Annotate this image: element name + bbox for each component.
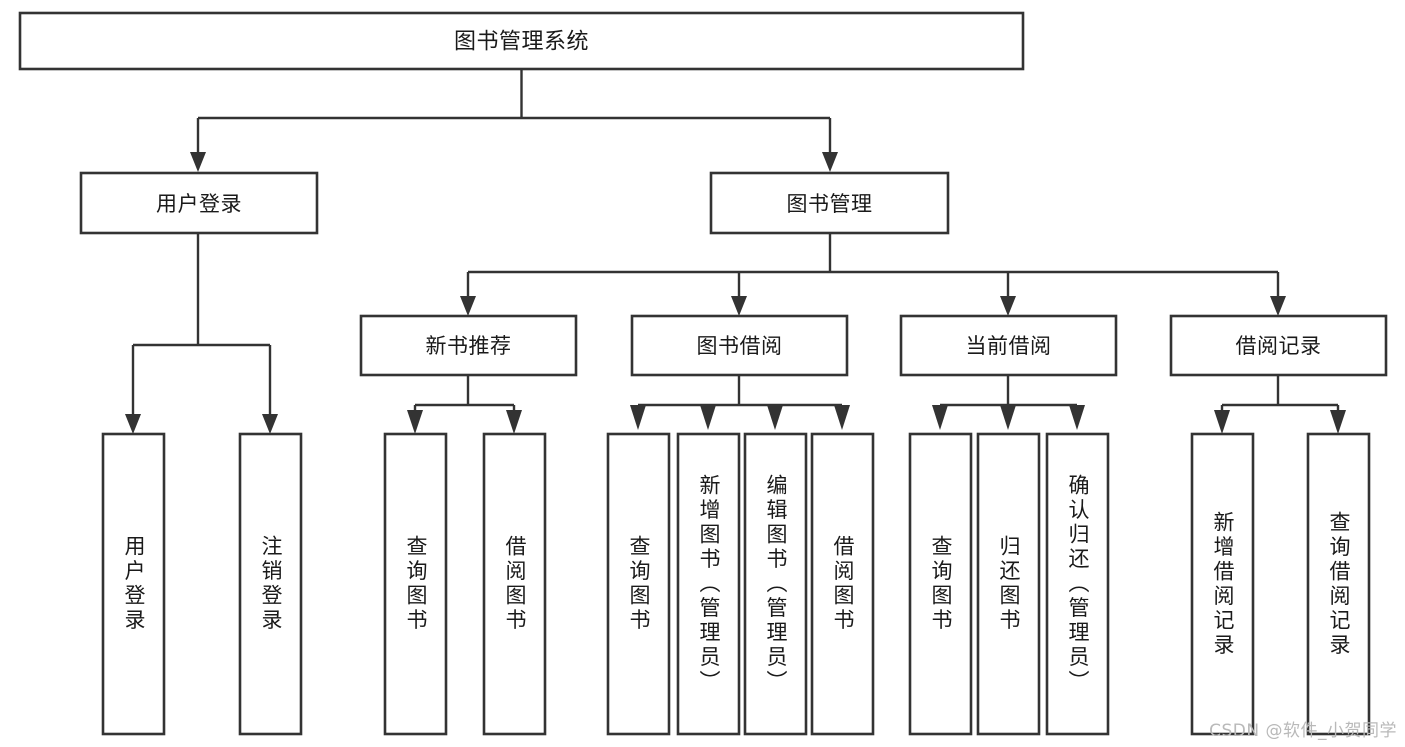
leaf-box-logout[interactable]	[238, 432, 303, 736]
node-book-borrow-box[interactable]	[630, 314, 849, 377]
arrowhead-bb-edit-book	[767, 405, 783, 430]
node-borrow-record-box[interactable]	[1169, 314, 1388, 377]
leaf-box-bb-borrow-book[interactable]	[810, 432, 875, 736]
node-user-login-box[interactable]	[79, 171, 319, 235]
node-new-book-recommend-label: 新书推荐	[426, 334, 512, 358]
arrowhead-br-add-record	[1214, 410, 1230, 434]
leaf-box-bb-add-book[interactable]	[676, 432, 741, 736]
arrowhead-cb-return-book	[1000, 405, 1016, 430]
arrowhead-bb-add-book	[700, 405, 716, 430]
arrowhead-cb-query-book	[932, 405, 948, 430]
connector-group-borrow-record	[1214, 375, 1346, 434]
node-book-management-label: 图书管理	[787, 192, 873, 216]
node-book-management[interactable]: 图书管理	[709, 171, 950, 235]
arrowhead-br-query-record	[1330, 410, 1346, 434]
connector-group-current-borrow	[932, 375, 1085, 430]
node-new-book-recommend-box[interactable]	[359, 314, 578, 377]
node-current-borrow-box[interactable]	[899, 314, 1118, 377]
leaf-box-bb-edit-book[interactable]	[743, 432, 808, 736]
leaf-box-bb-query-book[interactable]	[606, 432, 671, 736]
arrowhead-bb-query-book	[630, 405, 646, 430]
node-new-book-recommend[interactable]: 新书推荐	[359, 314, 578, 377]
leaf-box-br-query-record[interactable]	[1306, 432, 1371, 736]
leaf-box-user-login[interactable]	[101, 432, 166, 736]
leaf-box-nb-query-book[interactable]	[383, 432, 448, 736]
arrowhead-nb-borrow-book	[506, 410, 522, 434]
arrowhead-book-mgmt	[822, 152, 838, 172]
leaf-box-cb-confirm-return[interactable]	[1045, 432, 1110, 736]
node-book-borrow[interactable]: 图书借阅	[630, 314, 849, 377]
arrowhead-new-book	[460, 296, 476, 316]
connector-group-user-login	[125, 233, 278, 434]
arrowhead-cb-confirm-return	[1069, 405, 1085, 430]
leaf-box-cb-query-book[interactable]	[908, 432, 973, 736]
connector-group-book-mgmt	[460, 233, 1286, 316]
node-borrow-record-label: 借阅记录	[1236, 334, 1322, 358]
node-book-management-box[interactable]	[709, 171, 950, 235]
leaf-box-cb-return-book[interactable]	[976, 432, 1041, 736]
connector-group-new-book	[407, 375, 522, 434]
arrowhead-nb-query-book	[407, 410, 423, 434]
csdn-watermark: CSDN @软件_小贺同学	[1209, 721, 1397, 741]
arrowhead-bb-borrow-book	[834, 405, 850, 430]
arrowhead-book-borrow	[731, 296, 747, 316]
node-current-borrow[interactable]: 当前借阅	[899, 314, 1118, 377]
connector-group-root	[190, 69, 838, 172]
arrowhead-leaf-user-login	[125, 414, 141, 434]
leaf-box-nb-borrow-book[interactable]	[482, 432, 547, 736]
node-borrow-record[interactable]: 借阅记录	[1169, 314, 1388, 377]
arrowhead-borrow-record	[1270, 296, 1286, 316]
node-root-box[interactable]	[18, 11, 1025, 71]
leaf-box-br-add-record[interactable]	[1190, 432, 1255, 736]
node-book-borrow-label: 图书借阅	[697, 334, 783, 358]
arrowhead-current-borrow	[1000, 296, 1016, 316]
node-current-borrow-label: 当前借阅	[966, 334, 1052, 358]
node-user-login[interactable]: 用户登录	[79, 171, 319, 235]
node-root-system[interactable]: 图书管理系统	[18, 11, 1025, 71]
node-user-login-label: 用户登录	[156, 192, 242, 216]
node-root-label: 图书管理系统	[454, 30, 589, 55]
arrowhead-leaf-logout	[262, 414, 278, 434]
connector-group-book-borrow	[630, 375, 850, 430]
arrowhead-user-login	[190, 152, 206, 172]
